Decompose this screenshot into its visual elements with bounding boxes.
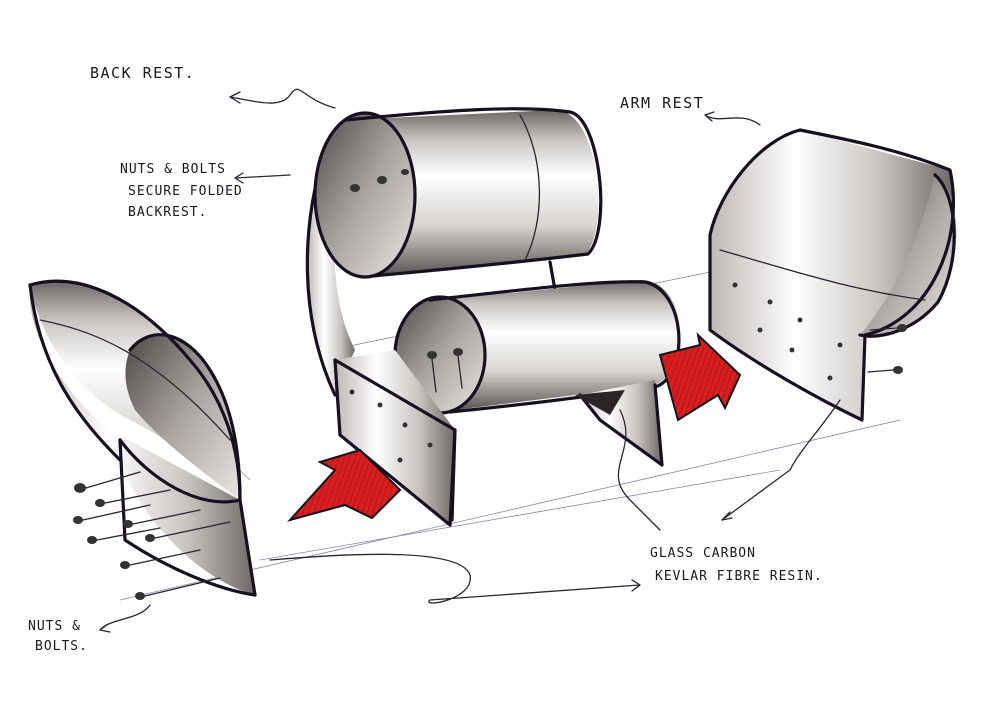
front-leg-panel xyxy=(333,350,457,527)
bolt-icon xyxy=(867,366,903,374)
bolt-icon xyxy=(427,351,437,393)
left-bolts xyxy=(73,471,231,600)
back-leg-panel xyxy=(575,380,664,467)
bolt-icon xyxy=(145,521,231,542)
label-nuts-secure-1: NUTS & BOLTS xyxy=(120,162,226,177)
bolt-icon xyxy=(123,509,201,528)
bolt-icon xyxy=(350,184,360,192)
bolt-icon xyxy=(120,549,201,569)
bolt-icon xyxy=(87,527,161,544)
label-nuts-secure-3: BACKREST. xyxy=(128,205,207,220)
bolt-icon xyxy=(74,471,141,493)
bolt-icon xyxy=(453,348,463,389)
back-rest-shell xyxy=(305,107,603,397)
left-arm-rest-panel xyxy=(28,279,257,597)
label-bottom-nuts-2: BOLTS. xyxy=(35,639,88,654)
bolt-icon xyxy=(401,169,409,175)
label-material-1: GLASS CARBON xyxy=(650,546,756,561)
label-arm-rest: ARM REST xyxy=(620,94,704,112)
bolt-icon xyxy=(377,176,387,184)
bolt-icon xyxy=(95,489,171,507)
arrow-red-icon xyxy=(286,448,402,522)
bolt-icon xyxy=(73,504,151,524)
arrow-red-icon xyxy=(658,332,742,422)
bolt-icon xyxy=(869,324,907,332)
label-material-2: KEVLAR FIBRE RESIN. xyxy=(655,569,823,584)
right-arm-rest-panel xyxy=(708,128,957,422)
bolt-icon xyxy=(135,577,221,600)
label-back-rest: BACK REST. xyxy=(90,64,195,82)
label-nuts-secure-2: SECURE FOLDED xyxy=(128,184,243,199)
label-bottom-nuts-1: NUTS & xyxy=(28,619,81,634)
squiggle-leader-icon xyxy=(99,88,841,633)
